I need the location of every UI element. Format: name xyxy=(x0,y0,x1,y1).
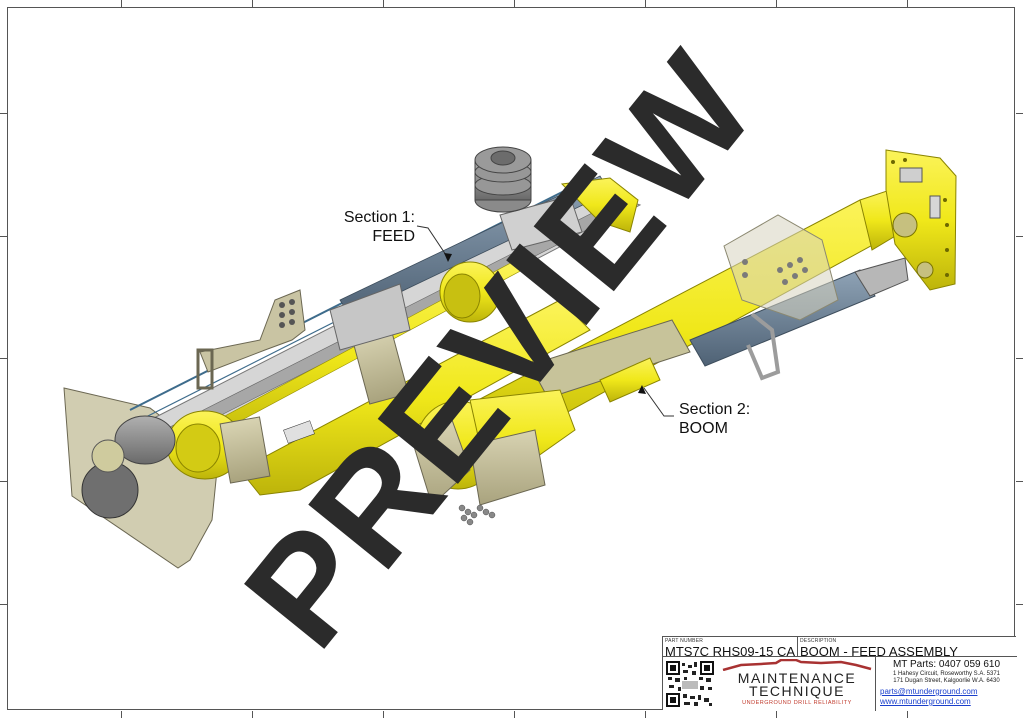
border-tick xyxy=(0,604,7,605)
qr-code-icon xyxy=(666,661,714,707)
border-tick xyxy=(121,0,122,7)
border-tick xyxy=(0,236,7,237)
logo-line1: MAINTENANCE xyxy=(737,670,857,686)
callout-section-2: Section 2: BOOM xyxy=(679,400,750,438)
drawing-border xyxy=(7,7,1015,710)
border-tick xyxy=(0,113,7,114)
border-tick xyxy=(0,358,7,359)
contact-phone: MT Parts: 0407 059 610 xyxy=(892,659,1001,670)
border-tick xyxy=(121,711,122,718)
pulley xyxy=(474,146,532,213)
border-tick xyxy=(907,0,908,7)
logo-tagline: UNDERGROUND DRILL RELIABILITY xyxy=(742,700,852,706)
part-number-cell: PART NUMBER MTS7C RHS09-15 CA xyxy=(663,637,798,659)
website-link[interactable]: www.mtunderground.com xyxy=(880,697,971,706)
description-value: BOOM - FEED ASSEMBLY xyxy=(800,644,958,659)
border-tick xyxy=(776,711,777,718)
border-tick xyxy=(645,711,646,718)
border-tick xyxy=(776,0,777,7)
border-tick xyxy=(252,0,253,7)
border-tick xyxy=(0,481,7,482)
contact-address-1: 1 Hahesy Circuit, Roseworthy S.A. 5371 xyxy=(892,671,1001,677)
border-tick xyxy=(1016,358,1023,359)
callout-section-1-line1: Section 1: xyxy=(343,209,415,226)
feed-section xyxy=(81,146,642,519)
description-cell: DESCRIPTION BOOM - FEED ASSEMBLY xyxy=(798,637,1017,659)
callout-section-2-line1: Section 2: xyxy=(679,401,751,418)
part-number-label: PART NUMBER xyxy=(665,638,704,644)
border-tick xyxy=(383,711,384,718)
contact-address-2: 171 Dugan Street, Kalgoorlie W.A. 6430 xyxy=(893,678,1000,684)
border-tick xyxy=(907,711,908,718)
border-tick xyxy=(1016,236,1023,237)
boom-section xyxy=(411,149,957,526)
border-tick xyxy=(1016,113,1023,114)
border-tick xyxy=(645,0,646,7)
border-tick xyxy=(1016,604,1023,605)
callout-section-1-line2: FEED xyxy=(372,228,415,245)
callout-section-1: Section 1: FEED xyxy=(337,208,415,246)
description-label: DESCRIPTION xyxy=(800,638,837,644)
title-block: PART NUMBER MTS7C RHS09-15 CA DESCRIPTIO… xyxy=(662,636,1017,711)
skyline-icon xyxy=(722,659,872,671)
callout-section-2-line2: BOOM xyxy=(679,420,728,437)
border-tick xyxy=(514,0,515,7)
part-number-value: MTS7C RHS09-15 CA xyxy=(665,644,796,659)
border-tick xyxy=(1016,481,1023,482)
border-tick xyxy=(514,711,515,718)
qr-code xyxy=(666,661,714,707)
border-tick xyxy=(383,0,384,7)
contact-cell: MT Parts: 0407 059 610 1 Hahesy Circuit,… xyxy=(875,657,1017,711)
email-link[interactable]: parts@mtunderground.com xyxy=(880,687,978,696)
company-logo: MAINTENANCE TECHNIQUE UNDERGROUND DRILL … xyxy=(721,659,873,709)
logo-line2: TECHNIQUE xyxy=(749,683,845,699)
border-tick xyxy=(252,711,253,718)
